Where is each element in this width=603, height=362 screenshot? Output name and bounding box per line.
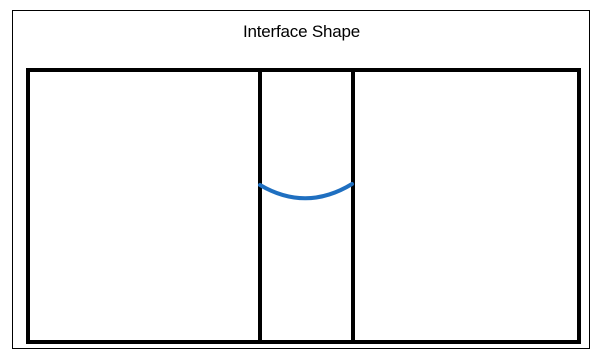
interface-curve — [258, 182, 354, 201]
diagram-title: Interface Shape — [242, 22, 361, 41]
outer-frame — [12, 10, 590, 349]
inner-box — [26, 68, 581, 344]
